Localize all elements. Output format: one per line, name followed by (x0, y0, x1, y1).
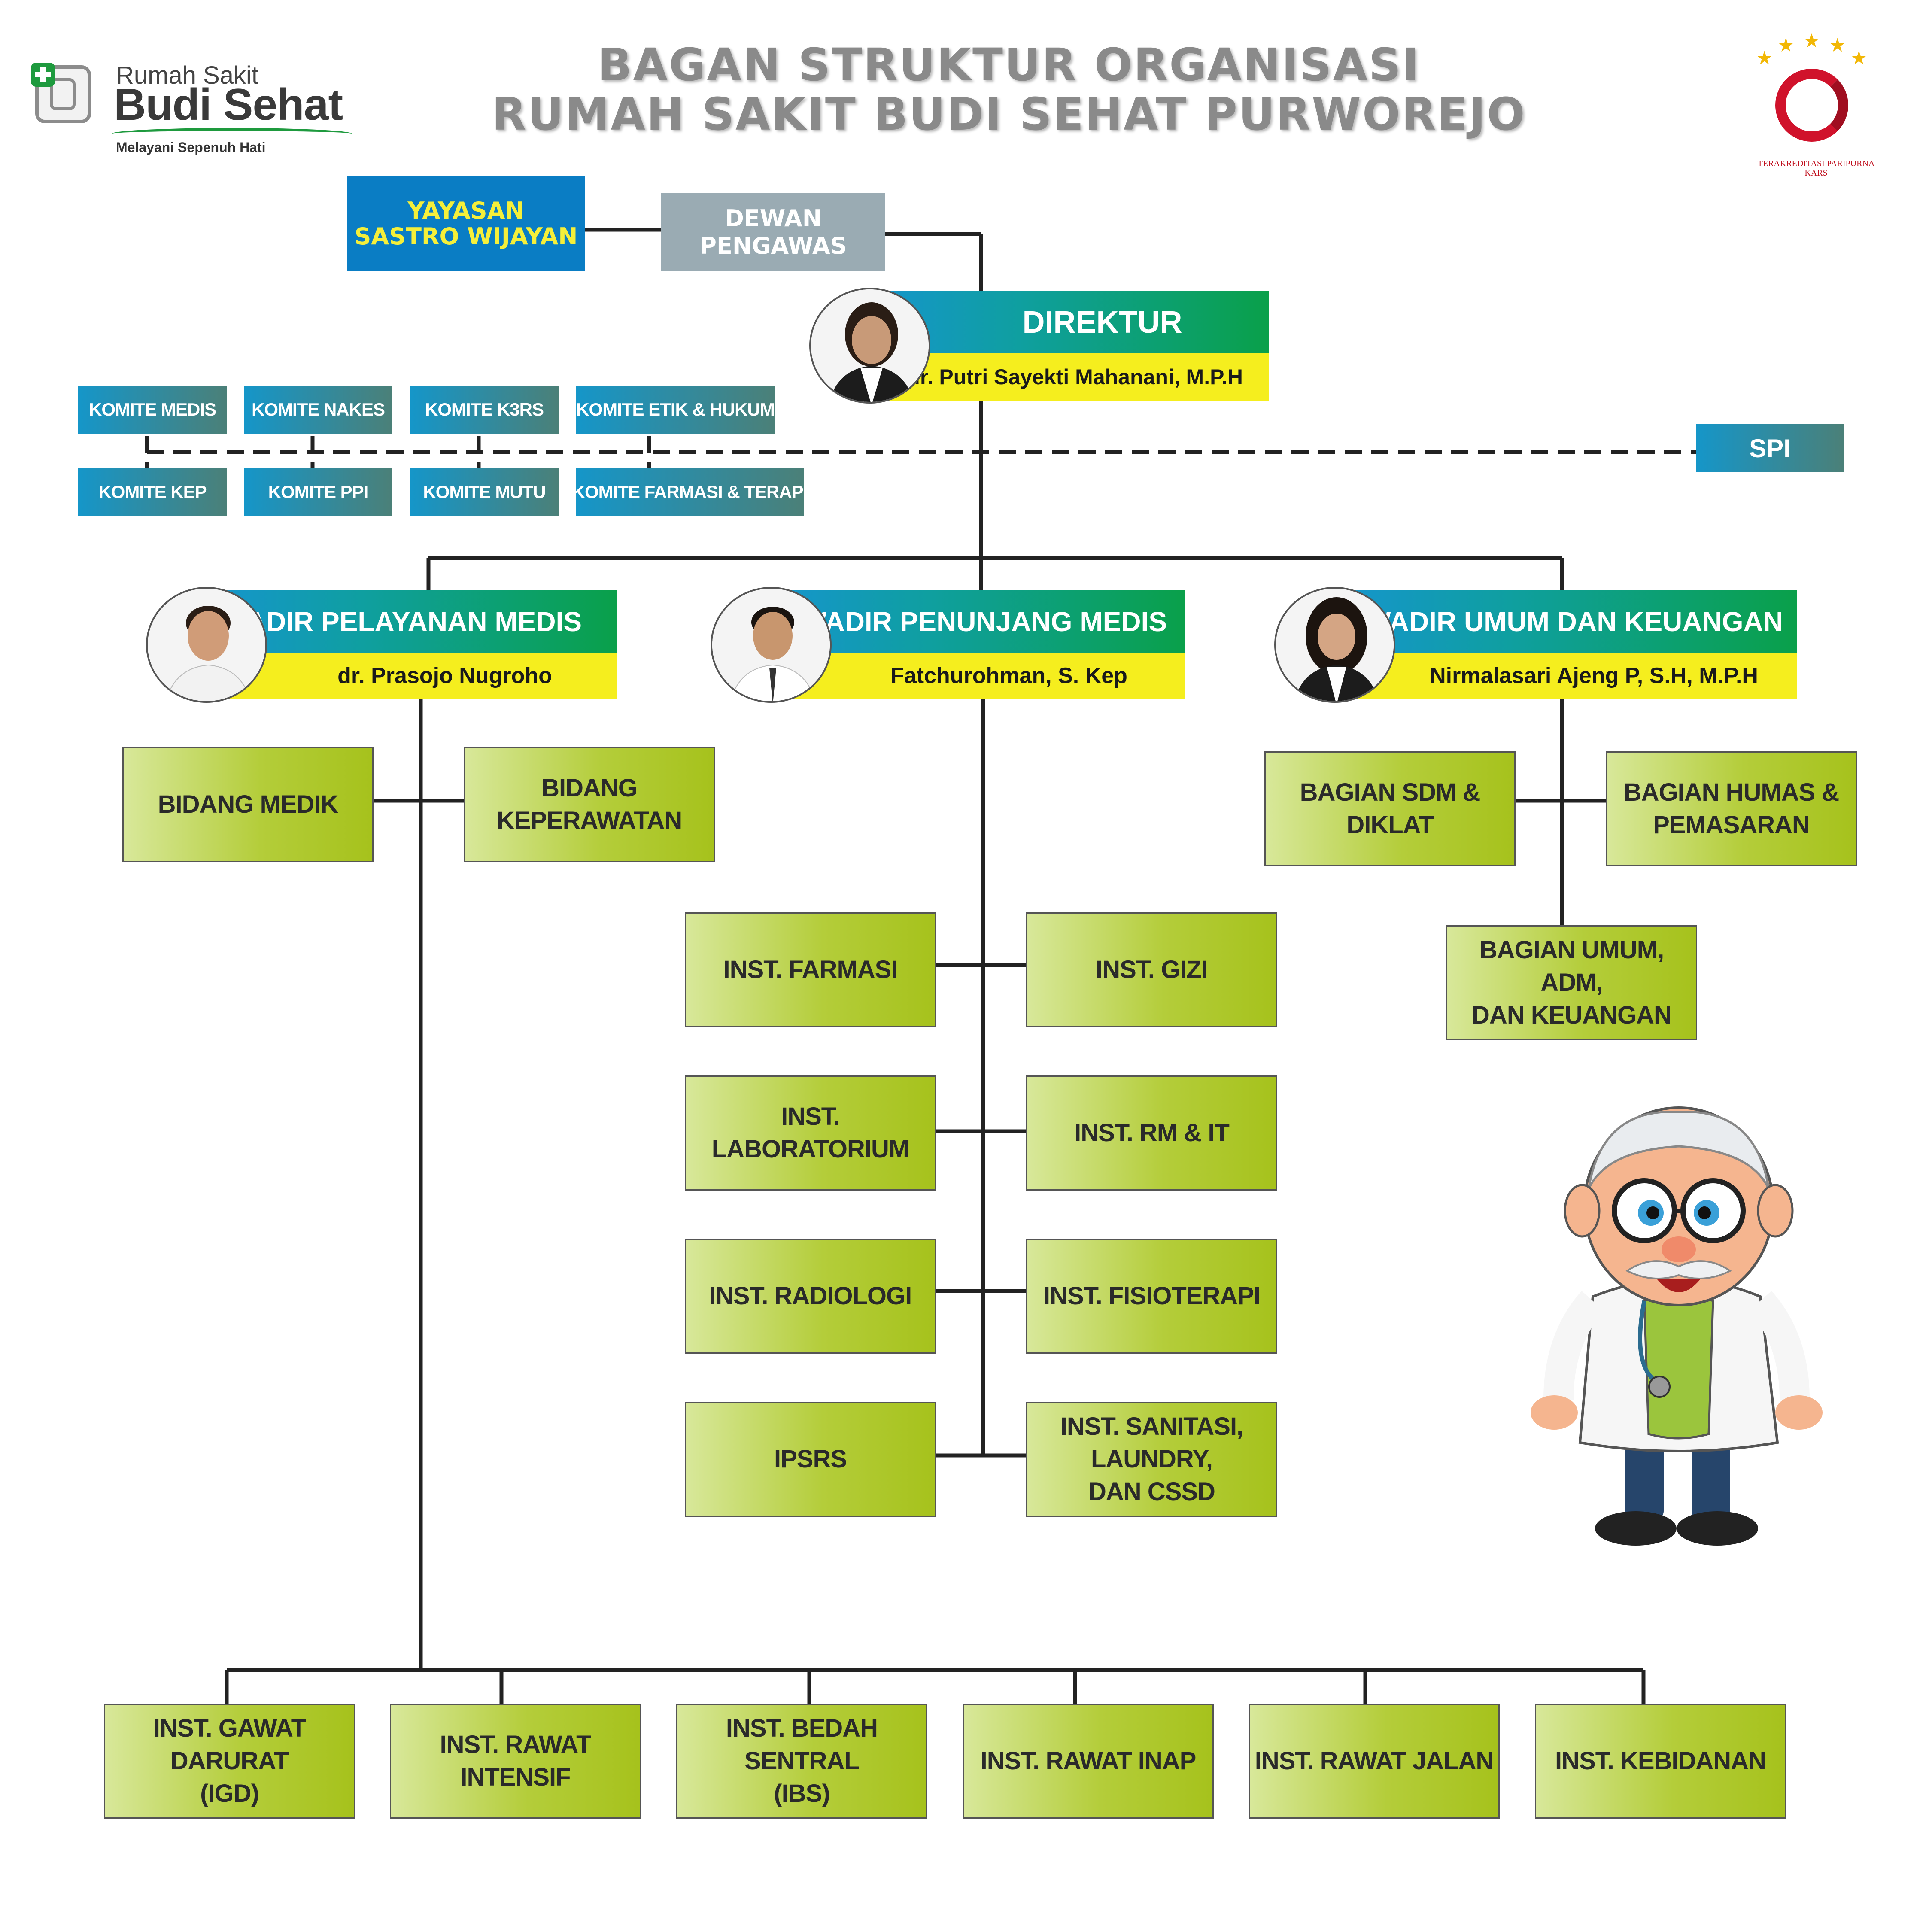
chart-title-line2: RUMAH SAKIT BUDI SEHAT PURWOREJO (386, 88, 1631, 140)
chart-title-line1: BAGAN STRUKTUR ORGANISASI (386, 39, 1631, 91)
logo-mark-icon (35, 65, 91, 123)
wadir-pelayanan-name: dr. Prasojo Nugroho (225, 653, 617, 699)
yayasan-line2: SASTRO WIJAYAN (355, 224, 578, 249)
spi-box: SPI (1696, 424, 1844, 472)
wadir-penunjang-photo (711, 587, 832, 703)
komite-nakes: KOMITE NAKES (244, 386, 392, 434)
inst-gawat-darurat: INST. GAWAT DARURAT (IGD) (104, 1704, 355, 1819)
inst-sanitasi-line2: DAN CSSD (1088, 1476, 1215, 1508)
wadir-penunjang-title: WADIR PENUNJANG MEDIS (790, 590, 1185, 653)
star-icon: ★ (1756, 47, 1773, 69)
dewan-line2: PENGAWAS (699, 232, 847, 260)
wadir-umum-photo (1274, 587, 1395, 703)
medical-cross-icon (31, 63, 55, 87)
komite-ppi: KOMITE PPI (244, 468, 392, 516)
bagian-humas-pemasaran: BAGIAN HUMAS & PEMASARAN (1606, 751, 1857, 866)
komite-kep: KOMITE KEP (78, 468, 227, 516)
inst-farmasi: INST. FARMASI (685, 912, 936, 1027)
keuangan-line2: DAN KEUANGAN (1472, 999, 1671, 1032)
rawat-jalan-label: INST. RAWAT JALAN (1255, 1745, 1494, 1777)
keuangan-line1: BAGIAN UMUM, ADM, (1447, 934, 1696, 999)
wadir-umum-name: Nirmalasari Ajeng P, S.H, M.P.H (1355, 653, 1797, 699)
komite-medis: KOMITE MEDIS (78, 386, 227, 434)
hospital-logo: Rumah Sakit Budi Sehat Melayani Sepenuh … (30, 56, 356, 159)
inst-rm-it: INST. RM & IT (1026, 1075, 1277, 1191)
rawat-intensif-label: INST. RAWAT INTENSIF (391, 1728, 640, 1794)
humas-line1: BAGIAN HUMAS & (1624, 776, 1839, 809)
logo-swoosh (112, 128, 352, 140)
kebidanan-label: INST. KEBIDANAN (1555, 1745, 1766, 1777)
dewan-line1: DEWAN (725, 205, 822, 232)
komite-k3rs: KOMITE K3RS (410, 386, 559, 434)
inst-sanitasi-laundry-cssd: INST. SANITASI, LAUNDRY, DAN CSSD (1026, 1402, 1277, 1517)
ibs-line1: INST. BEDAH SENTRAL (677, 1712, 926, 1777)
inst-gizi: INST. GIZI (1026, 912, 1277, 1027)
inst-bedah-sentral: INST. BEDAH SENTRAL (IBS) (676, 1704, 927, 1819)
wadir-pelayanan-title: WADIR PELAYANAN MEDIS (225, 590, 617, 653)
inst-sanitasi-line1: INST. SANITASI, LAUNDRY, (1027, 1410, 1276, 1476)
star-icon: ★ (1803, 30, 1820, 52)
bagian-sdm-diklat: BAGIAN SDM & DIKLAT (1264, 751, 1516, 866)
humas-line2: PEMASARAN (1653, 809, 1810, 841)
direktur-title: DIREKTUR (884, 291, 1269, 353)
kars-logo-icon (1775, 69, 1848, 142)
star-icon: ★ (1829, 34, 1846, 56)
inst-gizi-label: INST. GIZI (1096, 954, 1208, 986)
komite-etik-hukum: KOMITE ETIK & HUKUM (576, 386, 775, 434)
igd-line2: (IGD) (200, 1777, 259, 1810)
inst-rawat-jalan: INST. RAWAT JALAN (1249, 1704, 1500, 1819)
yayasan-box: YAYASAN SASTRO WIJAYAN (347, 176, 585, 271)
logo-tagline: Melayani Sepenuh Hati (116, 140, 266, 155)
bagian-umum-adm-keuangan: BAGIAN UMUM, ADM, DAN KEUANGAN (1446, 925, 1697, 1040)
doctor-cartoon-icon (1528, 1099, 1829, 1563)
wadir-pelayanan-photo (146, 587, 267, 703)
komite-mutu: KOMITE MUTU (410, 468, 559, 516)
inst-laboratorium: INST. LABORATORIUM (685, 1075, 936, 1191)
inst-radiologi: INST. RADIOLOGI (685, 1239, 936, 1354)
rawat-inap-label: INST. RAWAT INAP (981, 1745, 1196, 1777)
inst-rm-it-label: INST. RM & IT (1074, 1117, 1229, 1149)
bidang-medik: BIDANG MEDIK (122, 747, 374, 862)
accreditation-org: KARS (1752, 168, 1880, 178)
komite-farmasi-terapi: KOMITE FARMASI & TERAPI (576, 468, 804, 516)
dewan-pengawas-box: DEWAN PENGAWAS (661, 193, 885, 271)
direktur-photo (809, 288, 930, 404)
inst-fisioterapi: INST. FISIOTERAPI (1026, 1239, 1277, 1354)
inst-rawat-intensif: INST. RAWAT INTENSIF (390, 1704, 641, 1819)
star-icon: ★ (1850, 47, 1867, 69)
accreditation-text: TERAKREDITASI PARIPURNA (1752, 159, 1880, 168)
logo-text-line2: Budi Sehat (114, 79, 343, 131)
inst-fisioterapi-label: INST. FISIOTERAPI (1043, 1280, 1260, 1312)
wadir-umum-title: WADIR UMUM DAN KEUANGAN (1355, 590, 1797, 653)
ibs-line2: (IBS) (774, 1777, 829, 1810)
yayasan-line1: YAYASAN (407, 198, 524, 224)
igd-line1: INST. GAWAT DARURAT (105, 1712, 354, 1777)
star-icon: ★ (1777, 34, 1794, 56)
ipsrs: IPSRS (685, 1402, 936, 1517)
bidang-keperawatan: BIDANG KEPERAWATAN (464, 747, 715, 862)
direktur-name: dr. Putri Sayekti Mahanani, M.P.H (884, 353, 1269, 401)
wadir-penunjang-name: Fatchurohman, S. Kep (790, 653, 1185, 699)
inst-kebidanan: INST. KEBIDANAN (1535, 1704, 1786, 1819)
inst-rawat-inap: INST. RAWAT INAP (963, 1704, 1214, 1819)
